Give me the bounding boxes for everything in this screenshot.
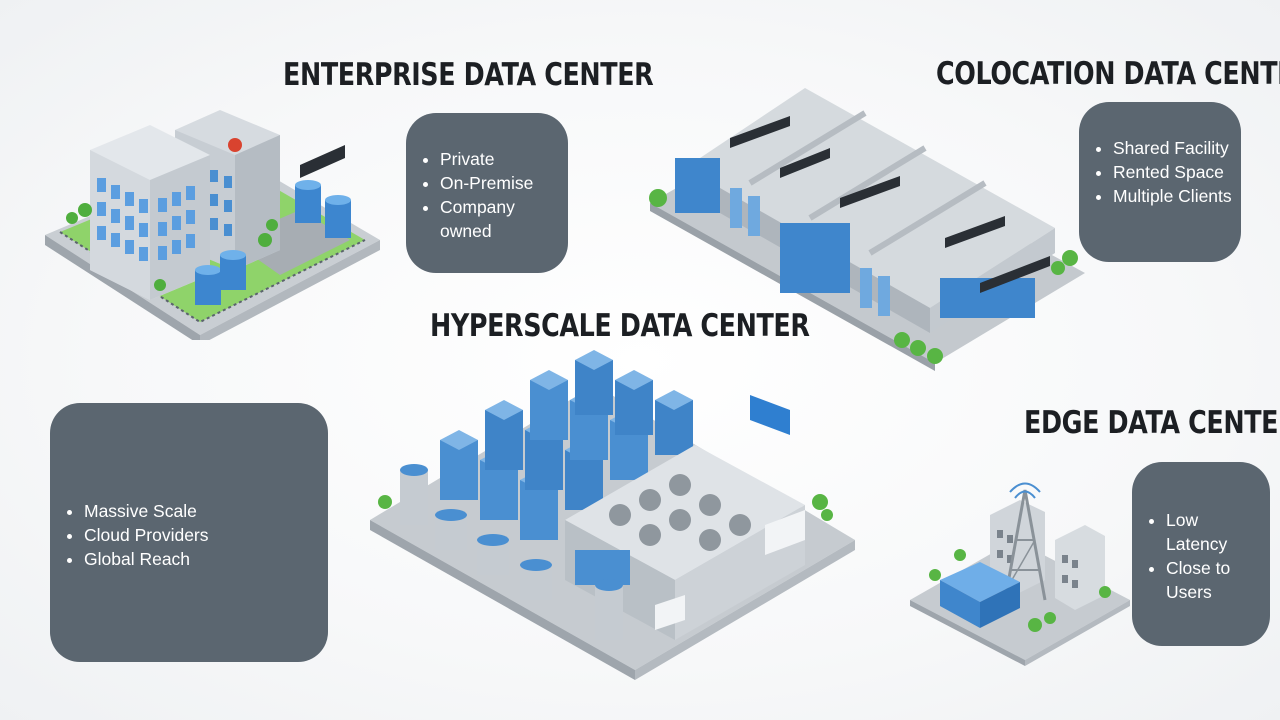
colocation-list: Shared Facility Rented Space Multiple Cl…	[1079, 136, 1233, 208]
edge-list: Low Latency Close to Users	[1132, 508, 1264, 604]
edge-title: EDGE DATA CENTER	[1024, 405, 1280, 441]
edge-point: Low Latency	[1166, 508, 1264, 556]
enterprise-point: Company owned	[440, 195, 558, 243]
colocation-title: COLOCATION DATA CENTER	[936, 56, 1280, 92]
enterprise-point: Private	[440, 147, 558, 171]
enterprise-point: On-Premise	[440, 171, 558, 195]
hyperscale-card: Massive Scale Cloud Providers Global Rea…	[50, 403, 328, 662]
enterprise-list: Private On-Premise Company owned	[406, 147, 558, 243]
enterprise-building-illustration	[40, 100, 385, 340]
hyperscale-campus-illustration	[365, 350, 860, 680]
colocation-point: Multiple Clients	[1113, 184, 1233, 208]
colocation-point: Shared Facility	[1113, 136, 1233, 160]
edge-site-illustration	[905, 470, 1135, 670]
hyperscale-title: HYPERSCALE DATA CENTER	[430, 308, 810, 344]
edge-point: Close to Users	[1166, 556, 1264, 604]
colocation-card: Shared Facility Rented Space Multiple Cl…	[1079, 102, 1241, 262]
edge-card: Low Latency Close to Users	[1132, 462, 1270, 646]
enterprise-title: ENTERPRISE DATA CENTER	[283, 57, 654, 93]
colocation-point: Rented Space	[1113, 160, 1233, 184]
enterprise-card: Private On-Premise Company owned	[406, 113, 568, 273]
hyperscale-point: Global Reach	[84, 547, 318, 571]
hyperscale-point: Massive Scale	[84, 499, 318, 523]
colocation-facility-illustration	[640, 78, 1090, 373]
hyperscale-point: Cloud Providers	[84, 523, 318, 547]
hyperscale-list: Massive Scale Cloud Providers Global Rea…	[50, 499, 318, 571]
